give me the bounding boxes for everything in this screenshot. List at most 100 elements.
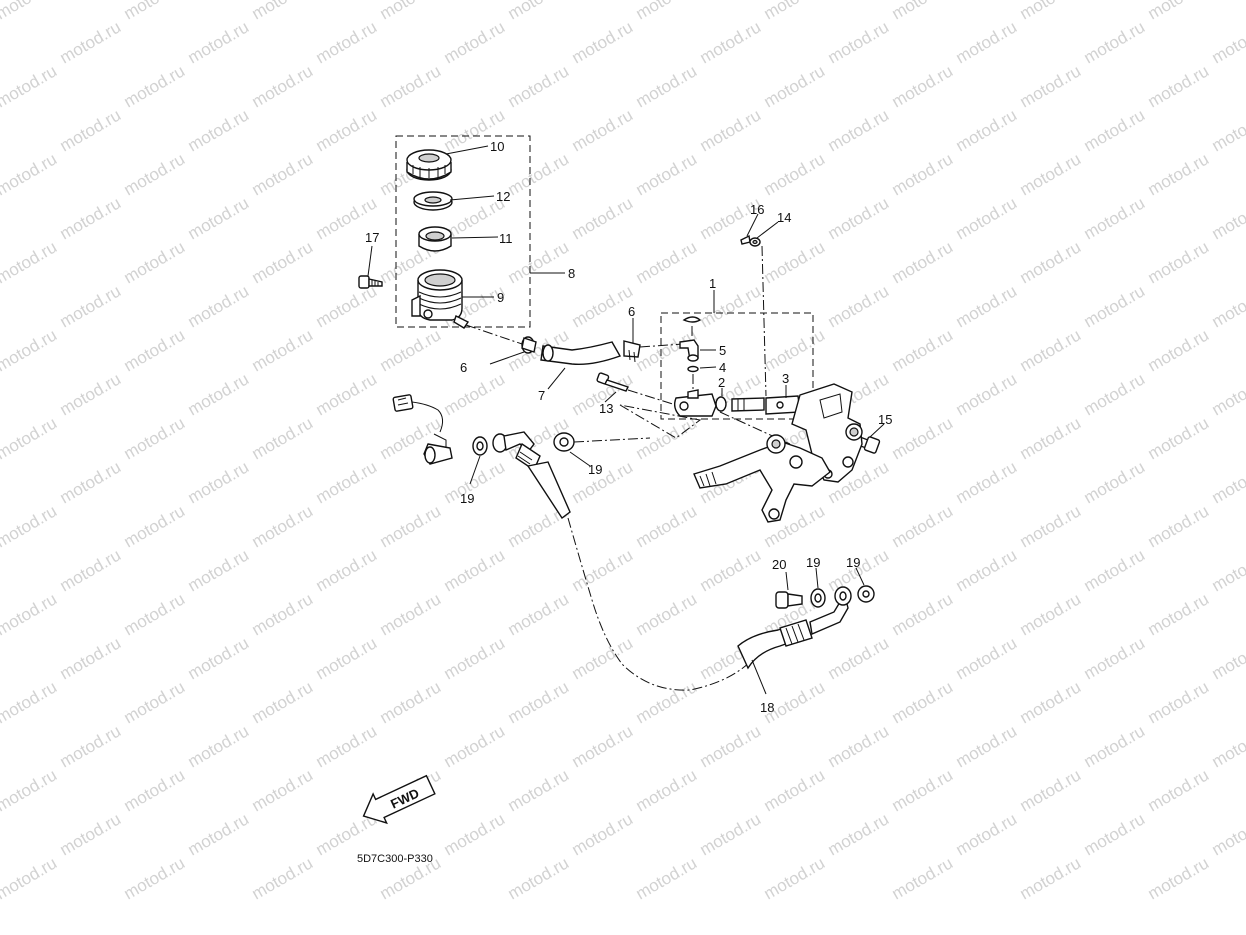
washer-lower-2[interactable] [857, 585, 875, 603]
washer-switch[interactable] [472, 436, 488, 456]
watermark-text: motod.ru [1081, 545, 1149, 595]
watermark-text: motod.ru [0, 677, 60, 727]
callout-16: 16 [750, 202, 764, 217]
watermark-text: motod.ru [1145, 61, 1213, 111]
watermark-text: motod.ru [761, 149, 829, 199]
hose-banjo-lower[interactable] [834, 586, 852, 606]
callout-2: 2 [718, 375, 725, 390]
watermark-text: motod.ru [633, 853, 701, 903]
watermark-text: motod.ru [505, 589, 573, 639]
watermark-text: motod.ru [249, 149, 317, 199]
watermark-text: motod.ru [185, 281, 253, 331]
callout-19-upper: 19 [588, 462, 602, 477]
watermark-text: motod.ru [761, 0, 829, 23]
brake-hose-upper-fitting[interactable] [492, 431, 541, 472]
o-ring[interactable] [687, 365, 699, 373]
watermark-text: motod.ru [889, 0, 957, 23]
hose-clamp-right[interactable] [623, 340, 641, 363]
watermark-text: motod.ru [505, 61, 573, 111]
watermark-text: motod.ru [185, 721, 253, 771]
watermark-text: motod.ru [1209, 633, 1246, 683]
washer-hose-upper[interactable] [553, 432, 575, 452]
brake-hose[interactable] [526, 461, 571, 520]
watermark-text: motod.ru [57, 193, 125, 243]
watermark-text: motod.ru [185, 633, 253, 683]
watermark-text: motod.ru [57, 721, 125, 771]
cotter-pin[interactable] [740, 234, 751, 245]
watermark-text: motod.ru [1209, 281, 1246, 331]
watermark-text: motod.ru [1017, 325, 1085, 375]
watermark-text: motod.ru [1017, 149, 1085, 199]
watermark-text: motod.ru [0, 237, 60, 287]
watermark-text: motod.ru [889, 501, 957, 551]
watermark-text: motod.ru [633, 501, 701, 551]
watermark-text: motod.ru [57, 369, 125, 419]
watermark-text: motod.ru [1209, 105, 1246, 155]
brake-pedal-arm[interactable] [693, 434, 831, 523]
watermark-text: motod.ru [1017, 413, 1085, 463]
watermark-text: motod.ru [441, 721, 509, 771]
watermark-text: motod.ru [249, 677, 317, 727]
union-bolt[interactable] [775, 591, 803, 609]
watermark-text: motod.ru [313, 721, 381, 771]
watermark-text: motod.ru [889, 237, 957, 287]
hose-elbow-fitting[interactable] [679, 339, 699, 362]
master-cylinder-body[interactable] [673, 389, 727, 417]
watermark-text: motod.ru [505, 765, 573, 815]
watermark-text: motod.ru [1081, 633, 1149, 683]
watermark-text: motod.ru [569, 809, 637, 859]
watermark-text: motod.ru [825, 721, 893, 771]
watermark-text: motod.ru [57, 105, 125, 155]
fitting-circlip[interactable] [682, 316, 702, 323]
washer-pin[interactable] [749, 237, 761, 247]
watermark-text: motod.ru [57, 545, 125, 595]
brake-hose-lower[interactable] [737, 599, 849, 670]
reservoir-body[interactable] [411, 269, 470, 329]
watermark-text: motod.ru [121, 237, 189, 287]
watermark-text: motod.ru [697, 809, 765, 859]
watermark-text: motod.ru [1209, 457, 1246, 507]
watermark-text: motod.ru [1145, 149, 1213, 199]
washer-lower-1[interactable] [810, 588, 826, 608]
diagram-code: 5D7C300-P330 [357, 853, 433, 865]
watermark-text: motod.ru [1145, 325, 1213, 375]
callout-6-left: 6 [460, 360, 467, 375]
watermark-text: motod.ru [121, 0, 189, 23]
hose-clamp-left[interactable] [521, 336, 537, 354]
reservoir-bolt[interactable] [358, 275, 383, 289]
watermark-text: motod.ru [249, 0, 317, 23]
watermark-text: motod.ru [697, 105, 765, 155]
reservoir-hose[interactable] [540, 341, 622, 366]
watermark-text: motod.ru [633, 589, 701, 639]
watermark-text: motod.ru [633, 765, 701, 815]
watermark-text: motod.ru [761, 325, 829, 375]
diaphragm-plate[interactable] [413, 191, 453, 211]
mounting-bolt[interactable] [596, 372, 629, 392]
reservoir-cap[interactable] [406, 149, 452, 181]
watermark-text: motod.ru [569, 193, 637, 243]
watermark-text: motod.ru [1209, 193, 1246, 243]
watermark-text: motod.ru [569, 17, 637, 67]
watermark-text: motod.ru [1209, 369, 1246, 419]
watermark-text: motod.ru [505, 677, 573, 727]
watermark-text: motod.ru [1145, 237, 1213, 287]
watermark-text: motod.ru [1145, 413, 1213, 463]
watermark-text: motod.ru [697, 193, 765, 243]
watermark-text: motod.ru [313, 281, 381, 331]
watermark-text: motod.ru [889, 149, 957, 199]
watermark-text: motod.ru [569, 281, 637, 331]
watermark-text: motod.ru [0, 149, 60, 199]
watermark-text: motod.ru [825, 105, 893, 155]
watermark-text: motod.ru [1017, 853, 1085, 903]
watermark-text: motod.ru [1017, 677, 1085, 727]
brake-light-switch[interactable] [392, 394, 453, 465]
watermark-text: motod.ru [697, 17, 765, 67]
brake-hose-routing-line [567, 517, 753, 691]
watermark-text: motod.ru [761, 61, 829, 111]
diaphragm[interactable] [418, 226, 452, 252]
watermark-text: motod.ru [825, 17, 893, 67]
watermark-text: motod.ru [185, 193, 253, 243]
watermark-text: motod.ru [377, 325, 445, 375]
